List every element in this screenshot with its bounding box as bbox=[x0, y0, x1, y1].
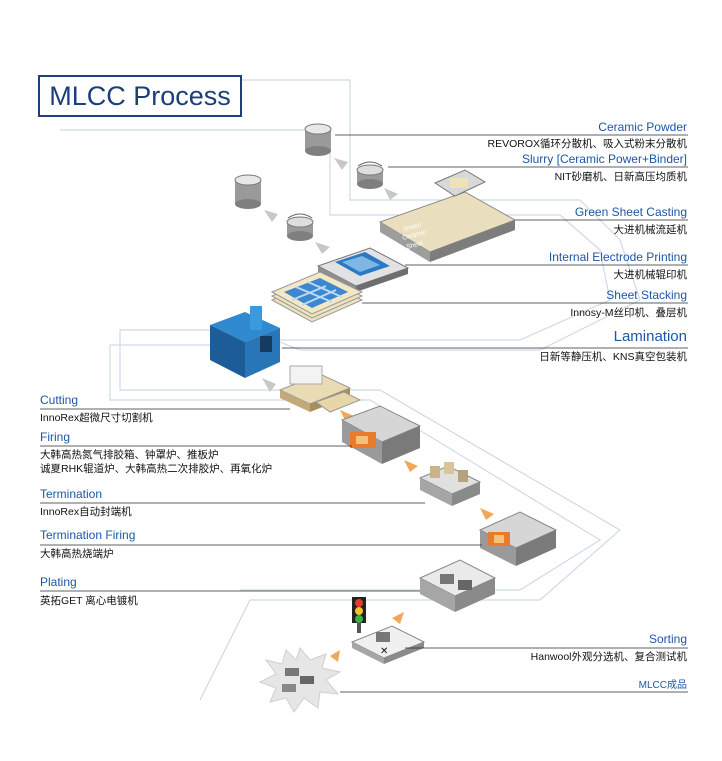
arrow-to-termination bbox=[404, 460, 418, 472]
arrow-to-sorting bbox=[392, 612, 404, 624]
green-sheet-word: Green bbox=[403, 221, 423, 233]
step-firing-name: Firing bbox=[40, 430, 71, 444]
casting-machine bbox=[378, 169, 517, 262]
arrow-to-term-firing bbox=[480, 508, 494, 520]
page-title: MLCC Process bbox=[38, 75, 242, 117]
arrow-to-firing bbox=[340, 410, 354, 422]
cutting-block bbox=[278, 365, 362, 413]
step-slurry-name: Slurry [Ceramic Power+Binder] bbox=[521, 152, 687, 166]
sheet-stack bbox=[270, 271, 364, 323]
flow-arrows bbox=[264, 158, 398, 254]
step-firing-equip-2: 诚夏RHK辊道炉、大韩高热二次排胶炉、再氧化炉 bbox=[40, 463, 273, 475]
final-product-label: MLCC成品 bbox=[638, 680, 687, 691]
step-lamination-equip: 日新等静压机、KNS真空包装机 bbox=[539, 351, 687, 363]
green-sheet-word: Sheet bbox=[406, 240, 424, 251]
svg-text:✕: ✕ bbox=[380, 646, 388, 657]
termination-machine bbox=[418, 462, 482, 506]
lamination-press bbox=[210, 306, 280, 378]
step-firing-equip: 大韩高热氮气排胶箱、钟罩炉、推板炉 bbox=[40, 449, 219, 461]
termination-firing-oven bbox=[478, 511, 558, 566]
step-termination-equip: InnoRex自动封端机 bbox=[40, 506, 132, 518]
printing-machine bbox=[316, 247, 410, 292]
step-internal-electrode-printing-name: Internal Electrode Printing bbox=[548, 250, 687, 264]
step-sorting-equip: Hanwool外观分选机、复合测试机 bbox=[530, 651, 687, 663]
traffic-light bbox=[352, 597, 366, 633]
step-plating-equip: 英拓GET 离心电镀机 bbox=[40, 595, 138, 607]
step-cutting-name: Cutting bbox=[40, 393, 79, 407]
step-lamination-name: Lamination bbox=[613, 328, 687, 345]
step-cutting-equip: InnoRex超微尺寸切割机 bbox=[40, 412, 153, 424]
plating-tank bbox=[418, 559, 497, 612]
ceramic-powder-can bbox=[304, 123, 332, 156]
lamination-arrow bbox=[262, 378, 276, 392]
firing-oven bbox=[340, 405, 422, 464]
step-plating-name: Plating bbox=[40, 575, 77, 589]
label-rules bbox=[40, 134, 688, 693]
sorting-machine: ✕ bbox=[350, 625, 426, 664]
arrow-to-product bbox=[330, 650, 340, 662]
mlcc-product-burst bbox=[258, 646, 342, 713]
step-termination-name: Termination bbox=[40, 487, 103, 501]
step-ceramic-powder-equip: REVOROX循环分散机、吸入式粉末分散机 bbox=[487, 138, 687, 150]
step-green-sheet-casting-name: Green Sheet Casting bbox=[574, 205, 687, 219]
step-slurry-equip: NIT砂磨机、日新高压均质机 bbox=[554, 171, 687, 183]
step-termination-firing-name: Termination Firing bbox=[40, 528, 136, 542]
step-green-sheet-casting-equip: 大进机械流延机 bbox=[613, 224, 688, 236]
binder-can bbox=[234, 174, 262, 209]
step-sorting-name: Sorting bbox=[648, 632, 687, 646]
step-sheet-stacking-equip: Innosy-M丝印机、叠层机 bbox=[570, 307, 687, 319]
slurry-mixer bbox=[356, 161, 384, 189]
step-termination-firing-equip: 大韩高热烧端炉 bbox=[40, 548, 114, 560]
step-ceramic-powder-name: Ceramic Powder bbox=[598, 120, 687, 134]
step-internal-electrode-printing-equip: 大进机械辊印机 bbox=[613, 269, 688, 281]
binder-mixer bbox=[286, 213, 314, 241]
step-sheet-stacking-name: Sheet Stacking bbox=[606, 288, 687, 302]
